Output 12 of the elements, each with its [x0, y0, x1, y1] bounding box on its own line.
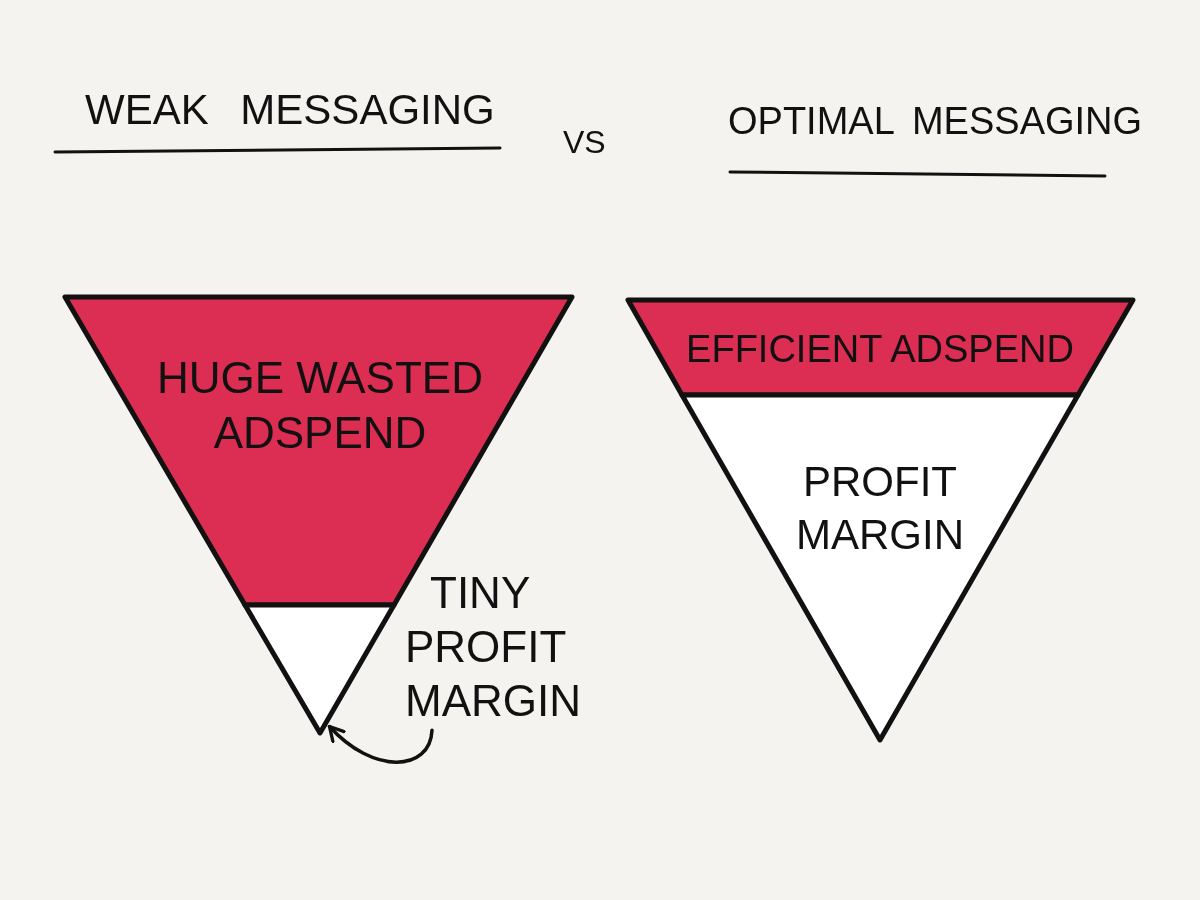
funnel-top-band: [62, 294, 575, 608]
heading-text: OPTIMAL MESSAGING: [728, 100, 1143, 144]
versus-text: VS: [563, 124, 606, 161]
segment-label: EFFICIENT ADSPEND: [685, 327, 1075, 372]
funnel-bottom-segment: [679, 392, 1081, 743]
curved-arrow: [327, 724, 434, 764]
funnel-top-band: [625, 297, 1136, 398]
heading-text: WEAK MESSAGING: [85, 86, 495, 135]
segment-label: HUGE WASTED ADSPEND: [156, 352, 484, 459]
annotation-text: TINY PROFIT MARGIN: [405, 566, 585, 729]
segment-label: PROFIT MARGIN: [795, 457, 965, 560]
funnel-tip-segment: [242, 602, 397, 736]
